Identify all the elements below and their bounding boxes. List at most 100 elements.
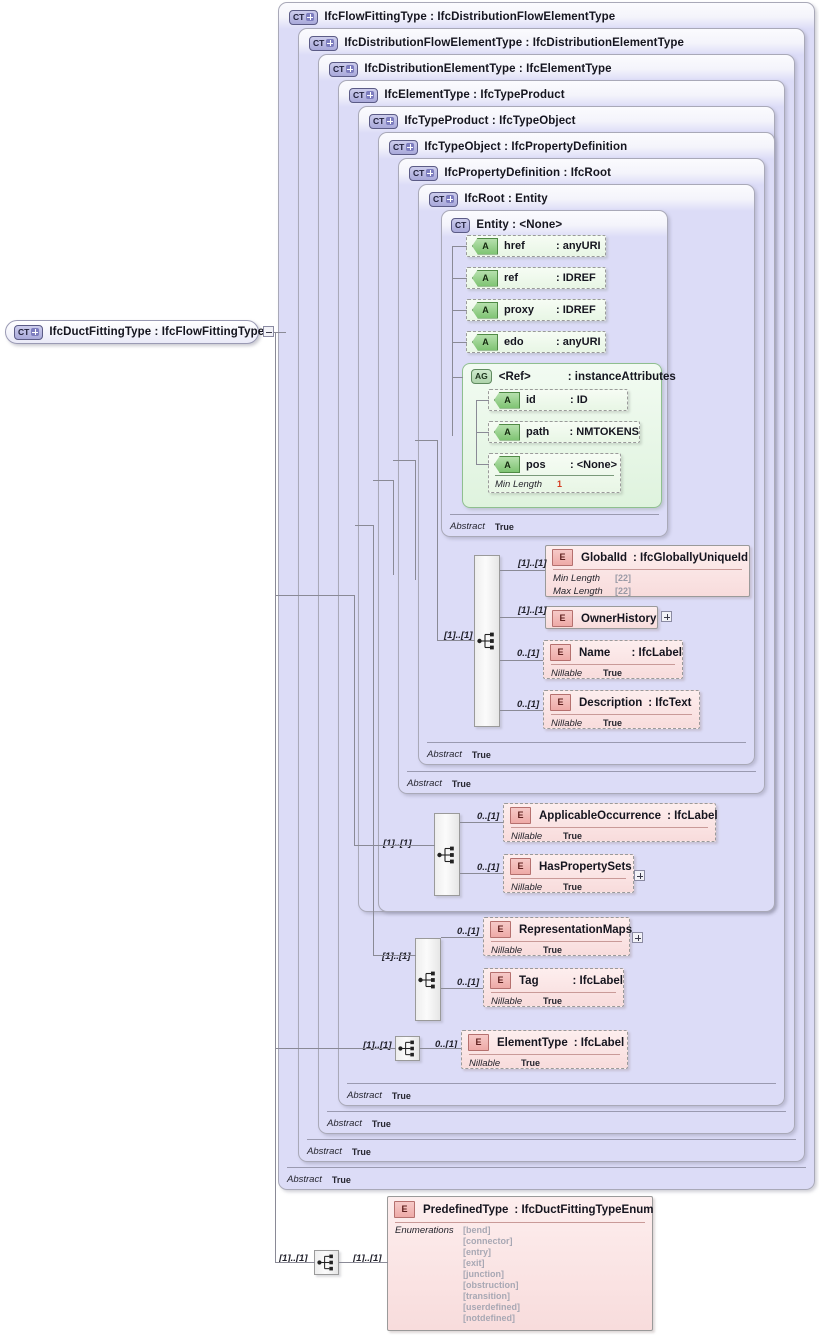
attribute-group-header: AG <Ref> : instanceAttributes	[471, 369, 676, 384]
element-icon: E	[552, 610, 573, 627]
attribute-type: : NMTOKENS	[569, 426, 639, 438]
sequence-compositor-ifcroot[interactable]	[474, 555, 500, 727]
attribute-id[interactable]: A id : ID	[488, 389, 628, 411]
root-element-ifcductfittingtype[interactable]: CT IfcDuctFittingType : IfcFlowFittingTy…	[5, 320, 264, 344]
element-predefinedtype[interactable]: E PredefinedType : IfcDuctFittingTypeEnu…	[387, 1196, 653, 1331]
complextype-expand-icon[interactable]: CT	[429, 191, 459, 207]
element-representationmaps[interactable]: E RepresentationMaps Nillable True	[483, 917, 632, 956]
attribute-type: : IDREF	[556, 304, 596, 316]
element-name: Tag	[519, 974, 539, 987]
element-elementtype[interactable]: E ElementType : IfcLabel Nillable True	[461, 1030, 628, 1069]
attribute-name: edo	[504, 336, 524, 348]
cardinality-label: 0..[1]	[477, 862, 500, 873]
complextype-expand-icon[interactable]: CT	[329, 61, 359, 77]
element-name: HasPropertySets	[539, 860, 632, 873]
connector-line	[355, 525, 374, 526]
element-ownerhistory[interactable]: E OwnerHistory	[545, 606, 658, 629]
attribute-path[interactable]: A path : NMTOKENS	[488, 421, 640, 443]
element-icon: E	[550, 644, 571, 661]
connector-line	[275, 595, 355, 596]
element-name: ElementType	[497, 1036, 568, 1049]
element-name: Description	[579, 696, 643, 709]
attribute-pos[interactable]: A pos : <None> Min Length 1	[488, 453, 621, 493]
abstract-footer: Abstract True	[307, 1139, 796, 1157]
complextype-expand-icon[interactable]: CT	[289, 9, 319, 25]
element-facets: Nillable True	[551, 664, 675, 680]
enum-value: [bend]	[463, 1225, 491, 1235]
cardinality-label: [1]..[1]	[444, 630, 473, 641]
cardinality-label: [1]..[1]	[518, 558, 547, 569]
connector-line	[452, 278, 467, 279]
element-facets: Nillable True	[491, 992, 616, 1008]
connector-line	[373, 955, 416, 956]
cardinality-label: [1]..[1]	[279, 1253, 308, 1264]
element-applicableoccurrence[interactable]: E ApplicableOccurrence : IfcLabel Nillab…	[503, 803, 718, 842]
sequence-compositor-predefinedtype[interactable]	[314, 1250, 339, 1275]
complextype-title: IfcRoot : Entity	[464, 193, 548, 205]
root-node-label: IfcDuctFittingType : IfcFlowFittingType	[49, 326, 265, 338]
enum-value: [notdefined]	[463, 1313, 515, 1323]
element-haspropertysets[interactable]: E HasPropertySets Nillable True	[503, 854, 634, 893]
abstract-footer: Abstract True	[327, 1111, 786, 1129]
abstract-footer: Abstract True	[407, 771, 756, 789]
expand-ownerhistory-toggle[interactable]	[661, 611, 672, 622]
connector-line	[500, 660, 543, 661]
element-name[interactable]: E Name : IfcLabel Nillable True	[543, 640, 683, 679]
complextype-expand-icon[interactable]: CT	[14, 324, 44, 340]
abstract-label: Abstract	[347, 1090, 382, 1101]
complextype-title: IfcElementType : IfcTypeProduct	[384, 89, 565, 101]
attribute-ref[interactable]: A ref : IDREF	[466, 267, 606, 289]
root-collapse-toggle[interactable]	[263, 326, 274, 337]
attribute-href[interactable]: A href : anyURI	[466, 235, 606, 257]
attribute-edo[interactable]: A edo : anyURI	[466, 331, 606, 353]
element-icon: E	[510, 858, 531, 875]
element-description[interactable]: E Description : IfcText Nillable True	[543, 690, 700, 729]
attribute-type: : IDREF	[556, 272, 596, 284]
element-icon: E	[468, 1034, 489, 1051]
sequence-compositor-ifctypeobject[interactable]	[434, 813, 460, 896]
facet-value: True	[563, 831, 583, 841]
cardinality-label: [1]..[1]	[353, 1253, 382, 1264]
connector-line	[452, 246, 453, 436]
complextype-title: IfcTypeProduct : IfcTypeObject	[404, 115, 576, 127]
connector-line	[500, 617, 545, 618]
connector-line	[393, 480, 394, 575]
sequence-compositor-ifcelementtype[interactable]	[395, 1036, 420, 1061]
expand-haspropertysets-toggle[interactable]	[634, 870, 645, 881]
attribute-type: : anyURI	[556, 240, 601, 252]
complextype-expand-icon[interactable]: CT	[309, 35, 339, 51]
element-facets: Nillable True	[511, 878, 626, 894]
element-tag[interactable]: E Tag : IfcLabel Nillable True	[483, 968, 624, 1007]
element-facets: Min Length [22] Max Length [22]	[553, 569, 742, 598]
attribute-icon: A	[472, 301, 498, 319]
complextype-title: IfcPropertyDefinition : IfcRoot	[444, 167, 611, 179]
sequence-compositor-ifctypeproduct[interactable]	[415, 938, 441, 1021]
complextype-expand-icon[interactable]: CT	[409, 165, 439, 181]
enum-value: [exit]	[463, 1258, 485, 1268]
facet-key: Nillable	[511, 831, 543, 842]
complextype-expand-icon[interactable]: CT	[349, 87, 379, 103]
cardinality-label: 0..[1]	[517, 648, 540, 659]
enum-value: [transition]	[463, 1291, 510, 1301]
enum-value: [connector]	[463, 1236, 513, 1246]
complextype-expand-icon[interactable]: CT	[369, 113, 399, 129]
connector-line	[452, 377, 463, 378]
element-type: : IfcLabel	[573, 1036, 625, 1049]
connector-line	[339, 1262, 388, 1263]
element-type: : IfcLabel	[572, 974, 623, 987]
cardinality-label: 0..[1]	[435, 1039, 458, 1050]
connector-line	[354, 595, 355, 845]
cardinality-label: 0..[1]	[477, 811, 500, 822]
element-icon: E	[550, 694, 571, 711]
element-icon: E	[490, 972, 511, 989]
enum-value: [userdefined]	[463, 1302, 521, 1312]
expand-representationmaps-toggle[interactable]	[632, 932, 643, 943]
abstract-label: Abstract	[307, 1146, 342, 1157]
complextype-expand-icon[interactable]: CT	[389, 139, 419, 155]
element-type: : IfcText	[648, 696, 692, 709]
attribute-proxy[interactable]: A proxy : IDREF	[466, 299, 606, 321]
element-globalid[interactable]: E GlobalId : IfcGloballyUniqueId Min Len…	[545, 545, 750, 597]
attribute-type: : <None>	[570, 458, 618, 471]
connector-line	[437, 640, 475, 641]
